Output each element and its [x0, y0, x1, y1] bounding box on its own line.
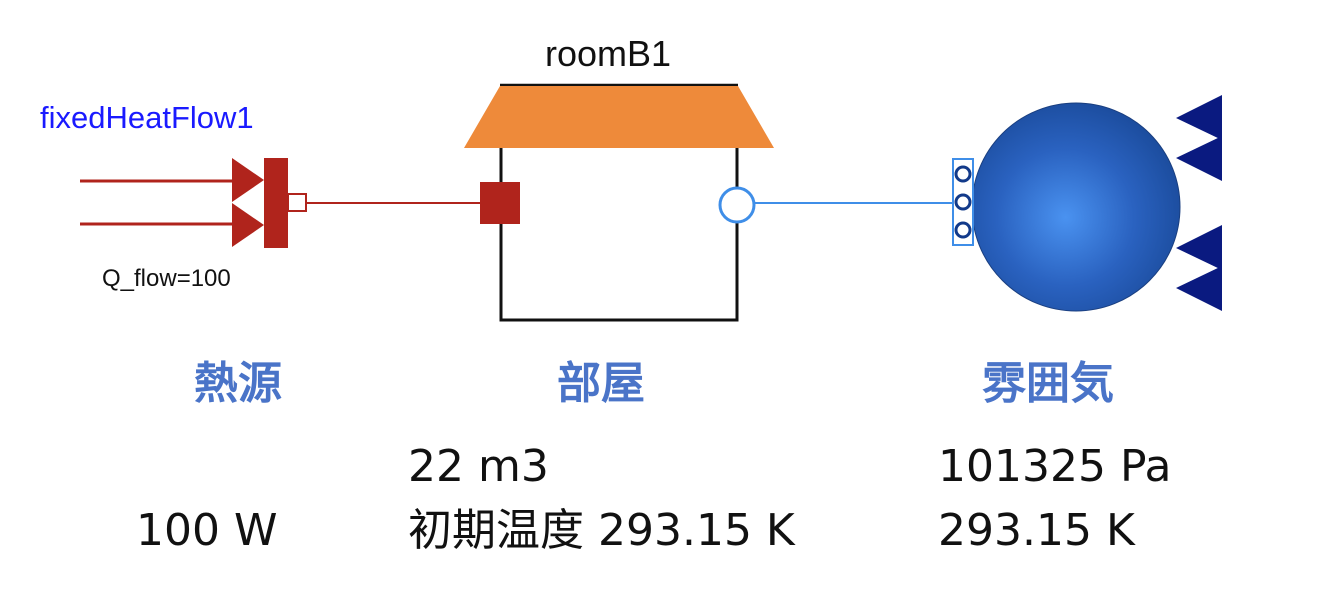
boundary-sphere-icon [971, 102, 1181, 312]
room-roof-icon [464, 86, 774, 148]
room-initial-temperature-info: 初期温度 293.15 K [408, 505, 796, 556]
room-instance-name: roomB1 [545, 33, 671, 74]
heat-port-b-icon[interactable] [287, 193, 307, 212]
heat-flow-bar [264, 158, 288, 248]
heat-source-parameter: Q_flow=100 [102, 265, 231, 292]
heat-source-info-line: 100 W [136, 505, 277, 556]
fixed-heat-flow-block[interactable]: fixedHeatFlow1 Q_flow=100 [40, 100, 307, 292]
boundary-input-arrow-3-icon [1176, 225, 1222, 270]
boundary-input-arrow-4-icon [1176, 266, 1222, 311]
boundary-port-1-icon[interactable] [954, 165, 972, 183]
room-caption: 部屋 [557, 358, 645, 409]
heat-flow-arrow-bottom-icon [232, 203, 264, 247]
heat-source-instance-name: fixedHeatFlow1 [40, 100, 254, 135]
boundary-port-3-icon[interactable] [954, 221, 972, 239]
boundary-input-arrow-2-icon [1176, 136, 1222, 181]
heat-source-caption: 熱源 [194, 358, 282, 409]
room-block[interactable]: roomB1 [464, 33, 774, 322]
boundary-block[interactable] [952, 95, 1222, 312]
boundary-port-2-icon[interactable] [954, 193, 972, 211]
heat-flow-arrow-top-icon [232, 158, 264, 202]
room-walls [499, 148, 739, 322]
room-fluid-port-icon[interactable] [718, 186, 756, 224]
room-heat-port-icon[interactable] [480, 182, 520, 224]
boundary-input-arrow-1-icon [1176, 95, 1222, 140]
atmosphere-pressure-info: 101325 Pa [938, 441, 1171, 492]
room-volume-info: 22 m3 [408, 441, 549, 492]
atmosphere-temperature-info: 293.15 K [938, 505, 1136, 556]
atmosphere-caption: 雰囲気 [982, 358, 1114, 409]
